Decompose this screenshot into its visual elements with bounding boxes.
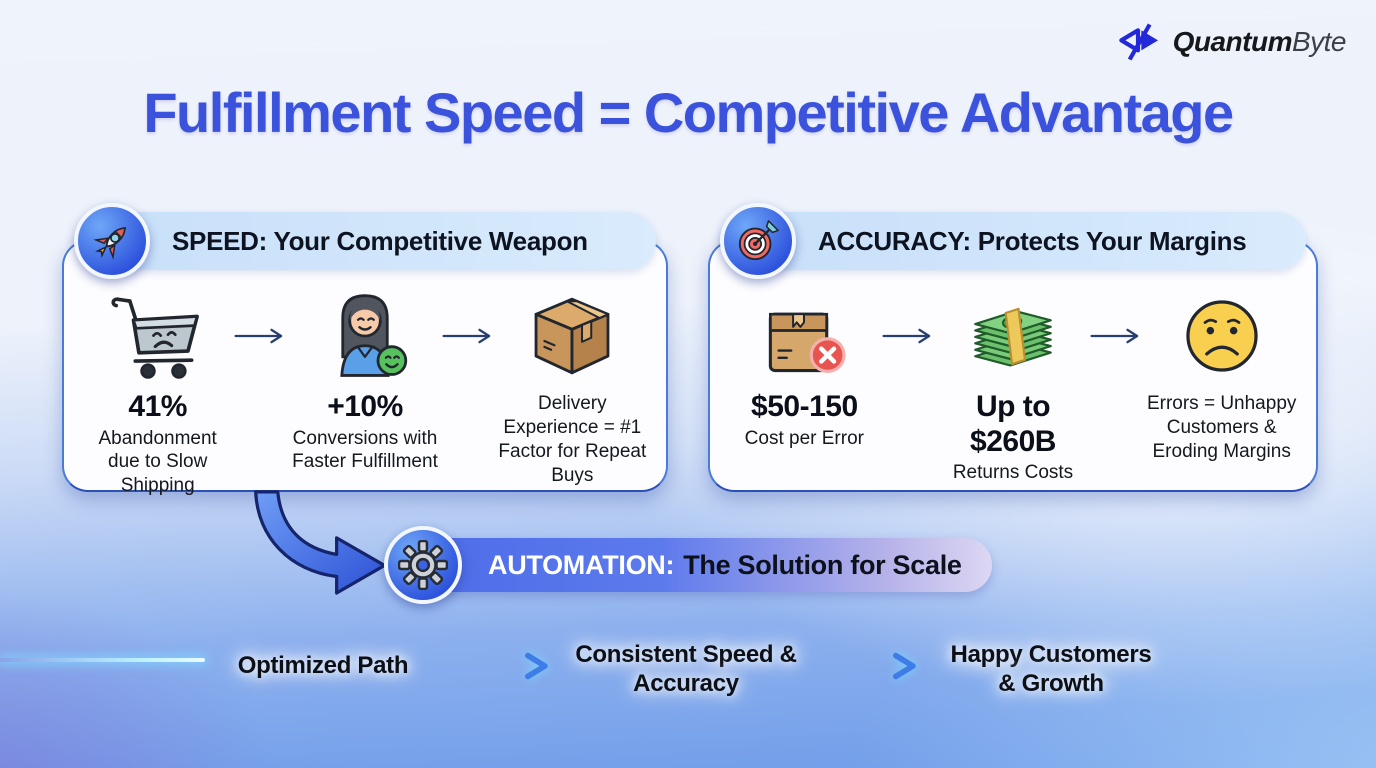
sad-cart-icon-box (108, 282, 208, 390)
gear-icon (398, 540, 448, 590)
speed-arrow-2 (441, 282, 497, 390)
happy-customer-icon-box (314, 282, 416, 390)
right-arrow-icon (1090, 328, 1139, 344)
flow-step-happy-customers: Happy Customers & Growth (950, 641, 1152, 698)
brand-name-bold: Quantum (1172, 26, 1293, 57)
glow-line (0, 658, 205, 662)
speed-label-conversions: Conversions with Faster Fulfillment (292, 427, 438, 473)
automation-banner-text: The Solution for Scale (683, 549, 962, 580)
speed-item-abandonment: 41% Abandonment due to Slow Shipping (82, 282, 233, 498)
accuracy-arrow-1 (881, 282, 937, 390)
speed-card-header: SPEED: Your Competitive Weapon (74, 203, 656, 279)
rocket-icon (93, 227, 126, 260)
sad-face-icon (1186, 300, 1258, 372)
speed-card-title: SPEED: Your Competitive Weapon (172, 225, 588, 256)
accuracy-label-errors: Errors = Unhappy Customers & Eroding Mar… (1146, 393, 1297, 462)
accuracy-item-cost: $50-150 Cost per Error (728, 282, 881, 450)
right-arrow-icon (882, 328, 930, 344)
brand-name-light: Byte (1291, 26, 1347, 57)
speed-stat-conversions: +10% (327, 390, 403, 423)
curved-down-arrow-icon (254, 490, 387, 595)
sad-face-icon-box (1179, 282, 1265, 390)
flow-step-optimized-path: Optimized Path (237, 652, 409, 679)
flow-step-consistency: Consistent Speed & Accuracy (575, 641, 797, 698)
quantumbyte-logo-icon (1118, 23, 1158, 61)
speed-card: SPEED: Your Competitive Weapon (62, 203, 668, 496)
accuracy-card-body: $50-150 Cost per Error (710, 282, 1316, 485)
package-icon (534, 297, 610, 375)
speed-label-abandonment: Abandonment due to Slow Shipping (98, 427, 217, 497)
brand-name: QuantumByte (1172, 26, 1347, 58)
package-error-icon-box (754, 282, 854, 390)
speed-arrow-1 (233, 282, 289, 390)
accuracy-arrow-2 (1089, 282, 1145, 390)
glow-arrow-icon (449, 652, 548, 680)
accuracy-card-header: ACCURACY: Protects Your Margins (720, 203, 1306, 279)
accuracy-label-returns: Returns Costs (952, 462, 1074, 483)
target-icon (738, 220, 779, 261)
accuracy-stat-cost: $50-150 (751, 390, 858, 423)
brand-logo: QuantumByte (1113, 22, 1347, 62)
accuracy-item-returns: Up to $260B Returns Costs (937, 282, 1090, 485)
accuracy-card: ACCURACY: Protects Your Margins (708, 203, 1318, 492)
rocket-badge (74, 203, 150, 279)
sad-cart-icon (111, 296, 199, 379)
speed-card-body: 41% Abandonment due to Slow Shipping (64, 282, 666, 498)
money-stack-icon-box (961, 282, 1065, 390)
accuracy-stat-returns: Up to $260B (970, 390, 1056, 458)
right-arrow-icon (234, 328, 283, 344)
target-badge (720, 203, 796, 279)
automation-banner-highlight: AUTOMATION: (488, 549, 675, 580)
accuracy-card-title: ACCURACY: Protects Your Margins (818, 225, 1247, 256)
speed-item-conversions: +10% Conversions with Faster Fulfillment (289, 282, 440, 474)
gear-badge (384, 526, 462, 604)
glow-arrow-icon (817, 652, 916, 680)
speed-item-delivery: Delivery Experience = #1 Factor for Repe… (497, 282, 648, 488)
accuracy-item-errors: Errors = Unhappy Customers & Eroding Mar… (1145, 282, 1298, 464)
right-arrow-icon (442, 328, 490, 344)
money-stack-icon (974, 307, 1052, 367)
accuracy-label-cost: Cost per Error (744, 427, 864, 449)
package-icon-box (526, 282, 618, 390)
page-title: Fulfillment Speed = Competitive Advantag… (143, 81, 1234, 144)
package-error-icon (769, 312, 846, 374)
automation-banner: AUTOMATION: The Solution for Scale (420, 538, 992, 592)
speed-stat-abandonment: 41% (128, 390, 187, 423)
happy-customer-icon (340, 293, 408, 377)
speed-label-delivery: Delivery Experience = #1 Factor for Repe… (498, 393, 647, 486)
